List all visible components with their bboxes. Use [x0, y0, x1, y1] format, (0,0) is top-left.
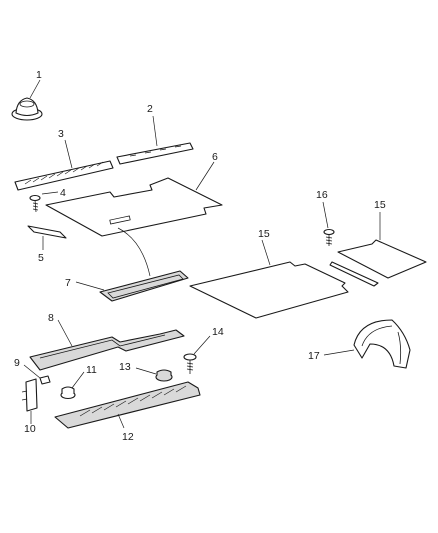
part-6-floor-panel	[45, 177, 223, 237]
callout-15-left: 15	[258, 228, 270, 240]
leader-11	[71, 371, 85, 389]
leader-3	[64, 139, 73, 169]
callout-16: 16	[316, 189, 328, 201]
part-16-screw	[323, 228, 335, 246]
part-5-plate	[27, 225, 67, 239]
callout-7: 7	[65, 277, 71, 289]
callout-9: 9	[14, 357, 20, 369]
leader-1	[29, 79, 41, 99]
leader-8	[57, 319, 73, 347]
callout-11: 11	[86, 364, 97, 376]
part-4-screw	[29, 194, 41, 213]
callout-12: 12	[122, 431, 134, 443]
callout-5: 5	[38, 252, 44, 264]
callout-6: 6	[212, 151, 218, 163]
part-17-wheelhouse	[353, 319, 411, 369]
callout-14: 14	[212, 326, 224, 338]
callout-15-right: 15	[374, 199, 386, 211]
part-2-strip	[116, 142, 194, 165]
callout-2: 2	[147, 103, 153, 115]
part-15-cargo-mat-left	[189, 261, 349, 319]
part-3-perforated-strip	[14, 160, 114, 191]
callout-13: 13	[119, 361, 131, 373]
connector-6-7	[117, 227, 151, 277]
callout-8: 8	[48, 312, 54, 324]
leader-17	[323, 349, 355, 356]
part-10-bracket	[21, 378, 38, 412]
leader-13	[135, 367, 157, 375]
part-7-step-plate	[99, 270, 189, 302]
callout-10: 10	[24, 423, 36, 435]
leader-12	[117, 413, 125, 429]
leader-9	[23, 364, 41, 379]
leader-7	[75, 281, 105, 291]
leader-15-left	[261, 239, 271, 266]
leader-16	[322, 201, 329, 229]
leader-2	[152, 115, 158, 147]
part-11-plug	[60, 386, 76, 400]
callout-4: 4	[60, 187, 66, 199]
part-1-plug	[11, 97, 43, 121]
callout-17: 17	[308, 350, 320, 362]
leader-4	[41, 191, 59, 195]
part-12-step-pan	[54, 381, 201, 429]
callout-3: 3	[58, 128, 64, 140]
leader-14	[193, 335, 211, 355]
part-14-bolt	[183, 353, 197, 374]
callout-1: 1	[36, 69, 42, 81]
part-15-rear-mat-right	[329, 239, 427, 287]
leader-6	[195, 161, 215, 191]
part-13-plug	[155, 369, 173, 382]
part-8-sill-channel	[29, 329, 185, 371]
part-9-clip	[39, 375, 51, 385]
